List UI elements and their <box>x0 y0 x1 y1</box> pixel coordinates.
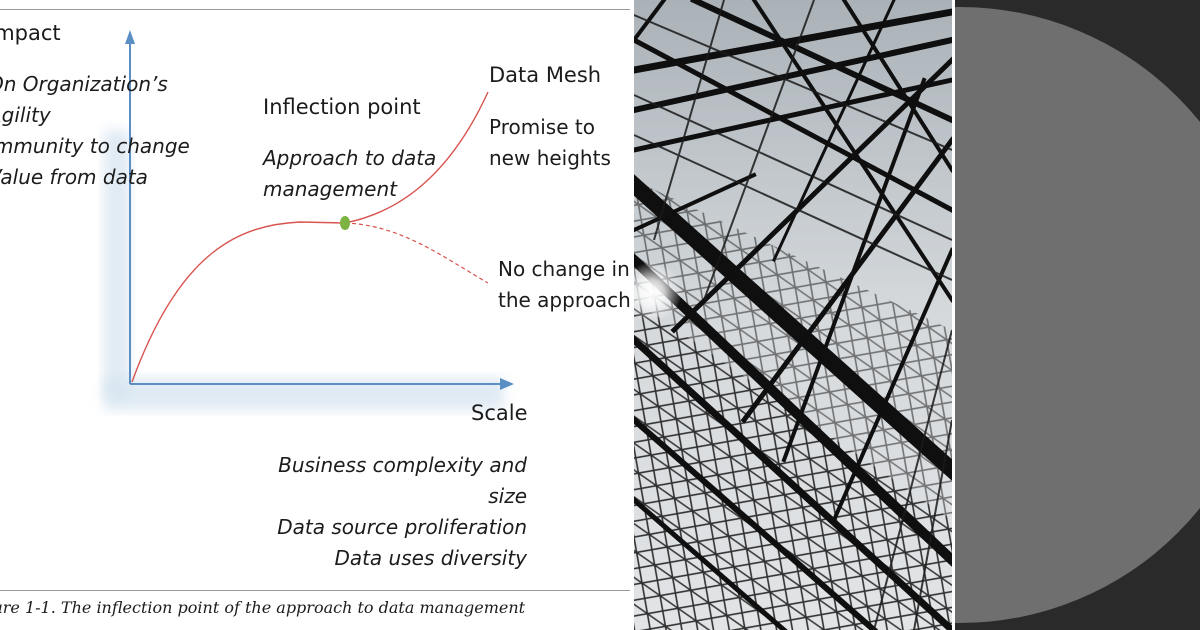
y-axis-item: Value from data <box>0 165 148 189</box>
diagram-graphics <box>104 30 514 410</box>
y-axis-item: Immunity to change <box>0 134 190 158</box>
y-axis-item: On Organization’s <box>0 72 168 96</box>
x-axis-item: Data uses diversity <box>334 546 527 570</box>
inflection-point-marker <box>340 216 350 230</box>
data-mesh-subtitle: new heights <box>489 146 611 170</box>
x-axis-title: Scale <box>471 401 528 425</box>
top-rule <box>0 9 630 10</box>
decorative-circle <box>952 0 1200 630</box>
data-mesh-curve <box>344 91 489 224</box>
x-axis-wash <box>104 378 504 410</box>
x-axis-item: Data source proliferation <box>277 515 527 539</box>
y-axis-wash <box>104 130 130 400</box>
figure-caption: Figure 1-1. The inflection point of the … <box>0 598 526 617</box>
no-change-curve <box>344 222 489 284</box>
inflection-title: Inflection point <box>263 95 421 119</box>
y-axis-item: Agility <box>0 103 51 127</box>
no-change-label: No change in <box>498 257 630 281</box>
inflection-subtitle: management <box>263 177 397 201</box>
growth-curve <box>131 221 346 383</box>
figure-panel: Impact On Organization’s Agility Immunit… <box>0 9 631 617</box>
x-axis-item: size <box>488 484 527 508</box>
y-axis-arrow-icon <box>125 30 135 44</box>
y-axis-title: Impact <box>0 21 61 45</box>
data-mesh-subtitle: Promise to <box>489 115 595 139</box>
inflection-subtitle: Approach to data <box>263 146 437 170</box>
no-change-label: the approach <box>498 288 631 312</box>
x-axis-item: Business complexity and <box>278 453 527 477</box>
steel-lattice-roof-image <box>634 0 952 630</box>
caption-rule <box>0 590 630 591</box>
data-mesh-title: Data Mesh <box>489 63 602 87</box>
side-panel <box>952 0 1200 630</box>
x-axis-arrow-icon <box>500 378 514 390</box>
roof-photo <box>634 0 952 630</box>
